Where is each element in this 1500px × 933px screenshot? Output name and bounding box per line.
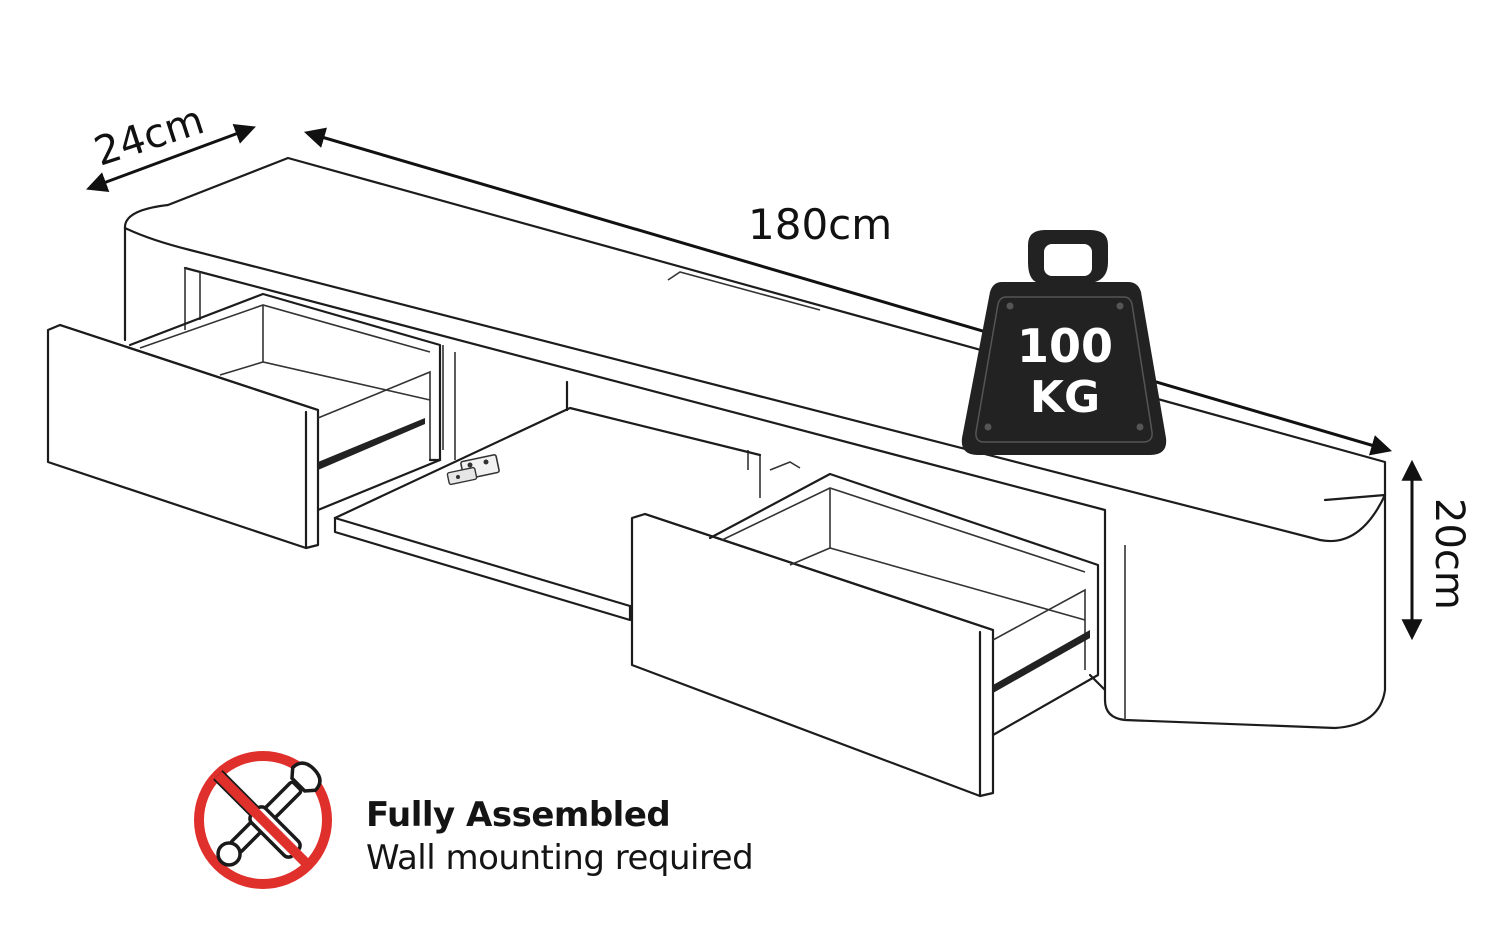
no-tools-icon — [194, 751, 332, 889]
width-arrow — [303, 127, 1393, 456]
width-label: 180cm — [748, 200, 892, 249]
depth-arrow — [86, 123, 256, 193]
assembly-note: Fully Assembled Wall mounting required — [366, 794, 754, 880]
assembly-title: Fully Assembled — [366, 795, 671, 835]
weight-value: 100 — [1017, 319, 1113, 373]
weight-unit: KG — [1030, 372, 1100, 423]
depth-label: 24cm — [89, 97, 210, 175]
left-drawer — [46, 292, 442, 550]
hinge-fitting — [446, 454, 500, 486]
assembly-subtitle: Wall mounting required — [366, 838, 754, 878]
right-drawer — [630, 461, 1107, 798]
weight-icon — [961, 230, 1167, 455]
height-label: 20cm — [1426, 498, 1472, 610]
